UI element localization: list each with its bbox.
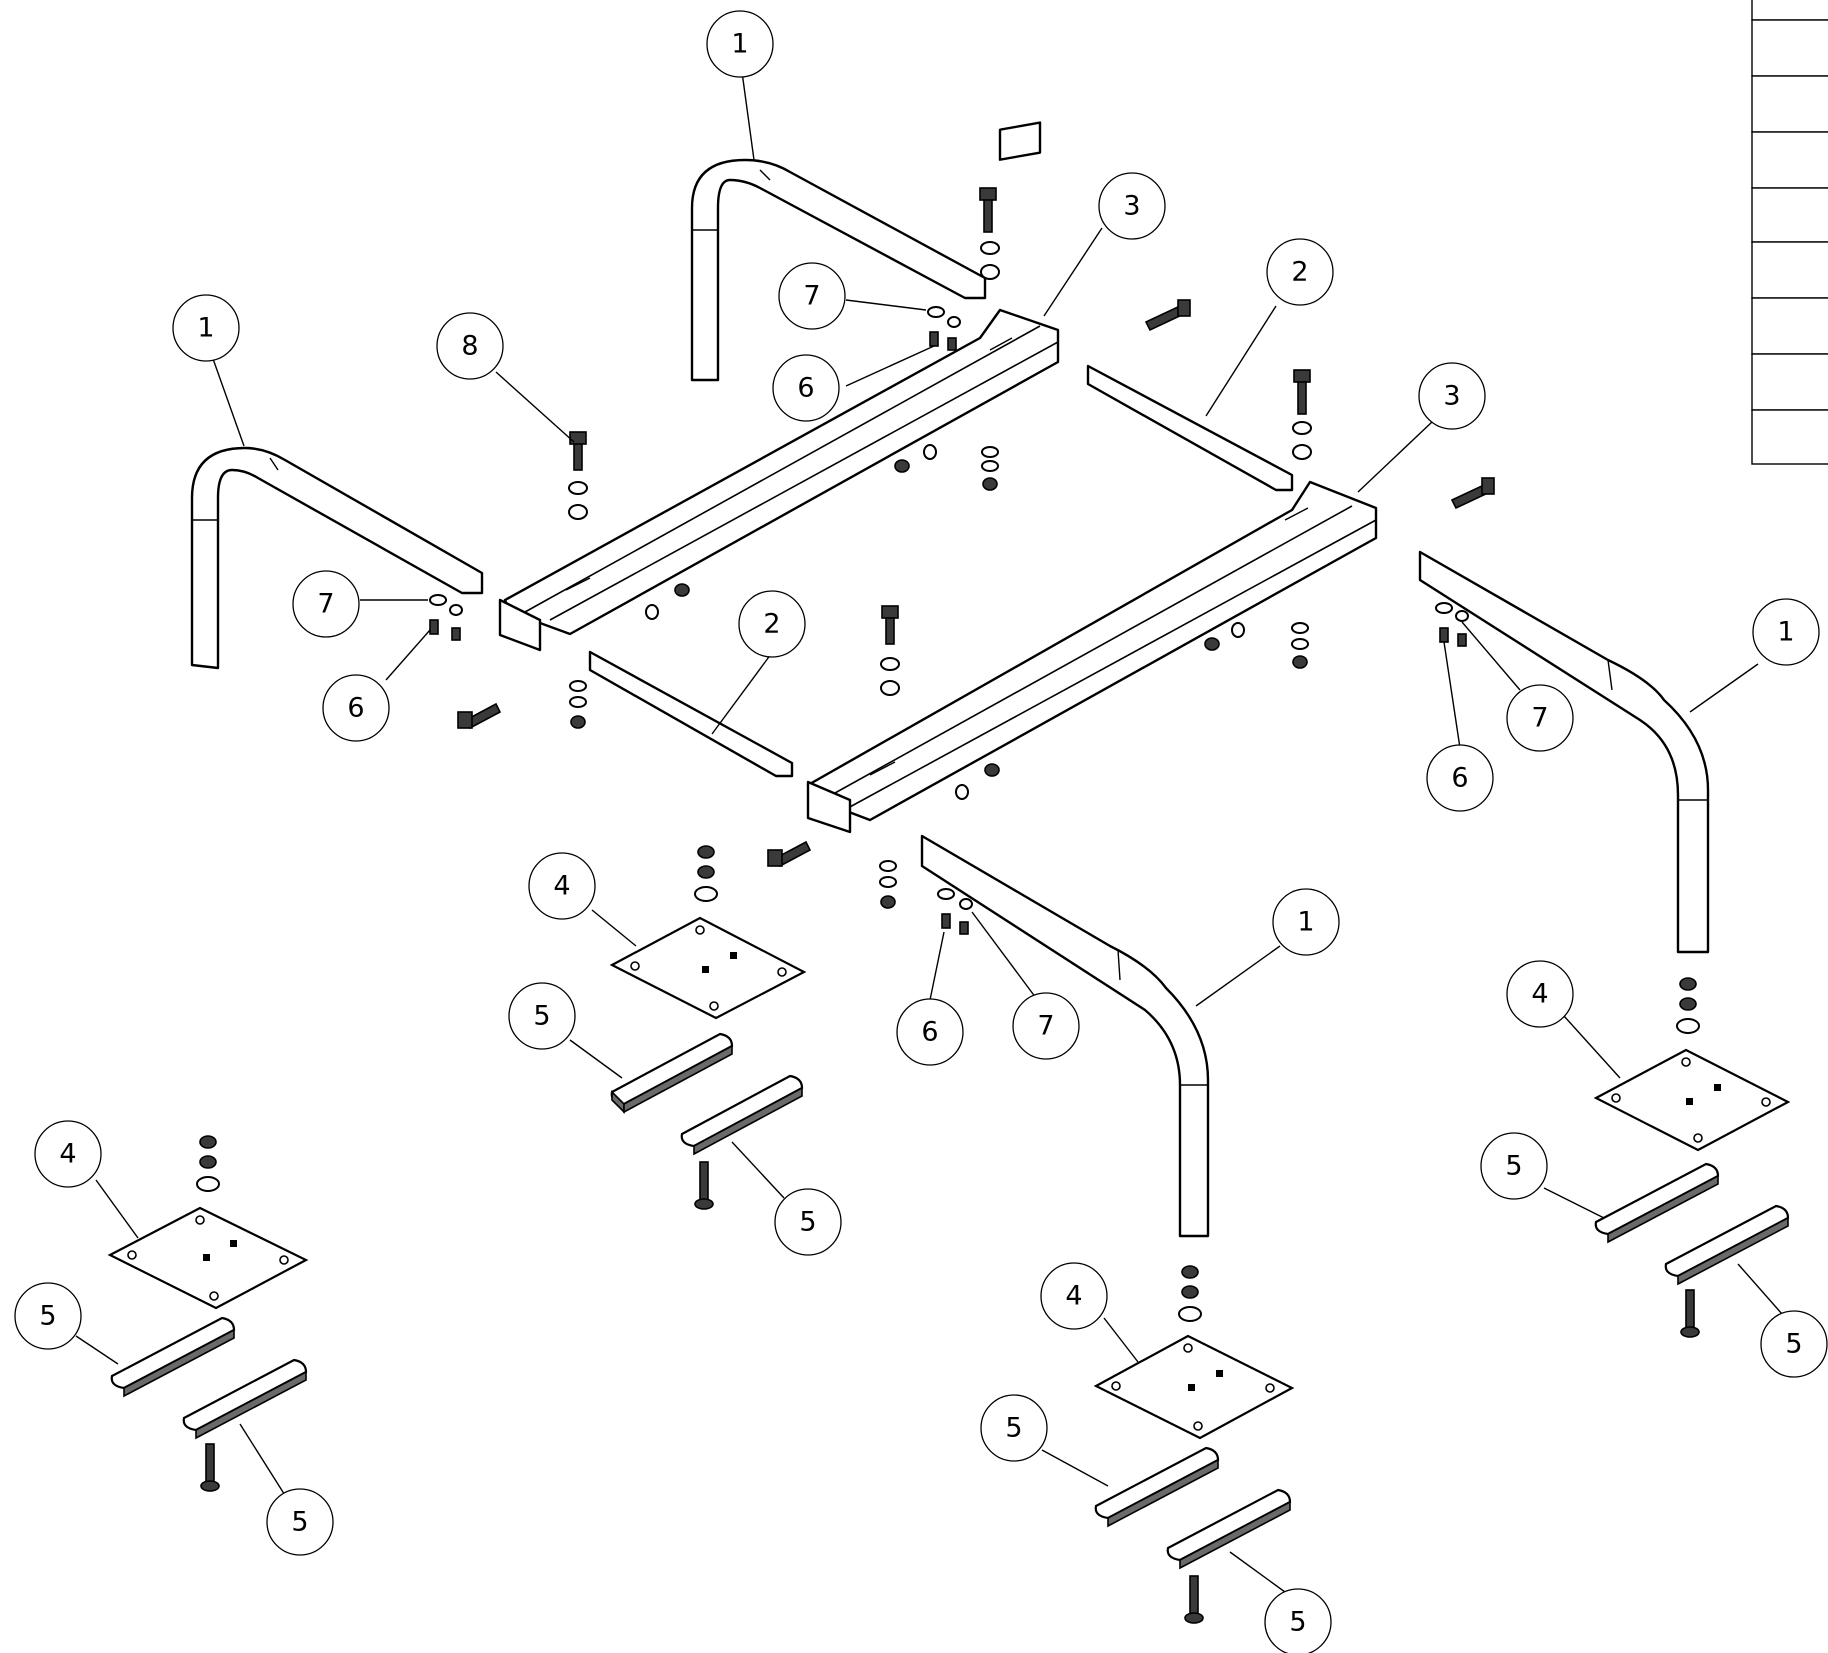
balloon-8: 8	[436, 312, 504, 380]
nut-stack-1	[981, 446, 999, 491]
balloon-6-left: 6	[322, 674, 390, 742]
balloon-label: 6	[1451, 763, 1468, 794]
balloon-label: 4	[1065, 1281, 1082, 1312]
balloon-7-front: 7	[1012, 992, 1080, 1060]
balloon-label: 6	[347, 693, 364, 724]
balloon-4-right: 4	[1506, 960, 1574, 1028]
balloon-label: 4	[1531, 979, 1548, 1010]
balloon-4-center: 4	[528, 852, 596, 920]
balloon-label: 2	[763, 609, 780, 640]
balloon-6-front: 6	[896, 998, 964, 1066]
balloon-5-center-b: 5	[774, 1188, 842, 1256]
hardware-fasteners	[196, 187, 1700, 1624]
balloon-7-right: 7	[1506, 684, 1574, 752]
balloon-3-back: 3	[1098, 172, 1166, 240]
leader-lines	[75, 71, 1783, 1601]
glide-pad-1a	[610, 1032, 734, 1114]
balloon-label: 5	[533, 1001, 550, 1032]
foot-plate-3	[107, 1206, 309, 1310]
bolt-stack-3	[568, 431, 588, 520]
balloon-2-back: 2	[1266, 238, 1334, 306]
balloon-label: 2	[1291, 257, 1308, 288]
balloon-label: 1	[731, 29, 748, 60]
balloon-label: 7	[1037, 1011, 1054, 1042]
balloon-label: 7	[803, 281, 820, 312]
leg-frame-front	[920, 834, 1210, 1238]
balloon-1-back: 1	[706, 10, 774, 78]
leg-frame-right	[1418, 550, 1710, 954]
balloon-label: 4	[59, 1139, 76, 1170]
balloon-4-left: 4	[34, 1120, 102, 1188]
balloon-4-front: 4	[1040, 1262, 1108, 1330]
balloon-label: 5	[799, 1207, 816, 1238]
foot-plate-4	[1093, 1334, 1295, 1440]
balloon-7-back: 7	[778, 262, 846, 330]
leg-frame-left	[190, 446, 484, 670]
balloon-1-left: 1	[172, 294, 240, 362]
parts-list-table	[1751, 0, 1828, 465]
balloon-label: 5	[1005, 1413, 1022, 1444]
bolt-stack-4	[880, 605, 900, 696]
balloon-5-center-a: 5	[508, 982, 576, 1050]
balloon-label: 1	[1297, 907, 1314, 938]
balloon-label: 1	[197, 313, 214, 344]
balloon-3-front: 3	[1418, 362, 1486, 430]
balloon-label: 5	[39, 1301, 56, 1332]
balloon-2-front: 2	[738, 590, 806, 658]
glide-pad-4b	[1166, 1488, 1292, 1570]
foot-plate-2	[1593, 1048, 1791, 1152]
balloon-label: 6	[797, 373, 814, 404]
glide-pad-2b	[1664, 1204, 1790, 1286]
balloon-5-right-b: 5	[1760, 1310, 1828, 1378]
balloon-6-back: 6	[772, 354, 840, 422]
glide-pad-1b	[680, 1074, 804, 1156]
balloon-label: 5	[1505, 1151, 1522, 1182]
balloon-label: 3	[1123, 191, 1140, 222]
bolt-horizontal-4	[767, 840, 812, 868]
balloon-label: 7	[1531, 703, 1548, 734]
balloon-label: 4	[553, 871, 570, 902]
side-rail-front	[806, 480, 1378, 834]
balloon-label: 8	[461, 331, 478, 362]
balloon-label: 5	[1785, 1329, 1802, 1360]
cross-tube-front	[588, 650, 794, 778]
glide-pad-3b	[182, 1358, 308, 1440]
balloon-7-left: 7	[292, 570, 360, 638]
balloon-1-right: 1	[1752, 598, 1820, 666]
bolt-stack-1	[979, 187, 1000, 280]
bolt-horizontal-2	[1450, 477, 1495, 510]
bolt-horizontal-3	[457, 702, 502, 730]
glide-pad-3a	[110, 1316, 236, 1398]
balloon-label: 7	[317, 589, 334, 620]
balloon-label: 3	[1443, 381, 1460, 412]
foot-plate-1	[609, 916, 807, 1020]
bolt-stack-2	[1292, 369, 1312, 460]
balloon-5-front-b: 5	[1264, 1588, 1332, 1653]
nut-stack-2	[569, 680, 587, 729]
cross-tube-back	[1086, 364, 1294, 492]
side-rail-back	[498, 121, 1060, 652]
balloon-6-right: 6	[1426, 744, 1494, 812]
balloon-label: 5	[291, 1507, 308, 1538]
leg-frame-back	[690, 158, 987, 382]
balloon-label: 5	[1289, 1607, 1306, 1638]
balloon-1-front: 1	[1272, 888, 1340, 956]
glide-pad-2a	[1594, 1162, 1720, 1244]
balloon-5-front-a: 5	[980, 1394, 1048, 1462]
glide-pad-4a	[1094, 1446, 1220, 1528]
bolt-horizontal-1	[1144, 299, 1191, 332]
nut-stack-4	[879, 860, 897, 909]
balloon-5-left-b: 5	[266, 1488, 334, 1556]
nut-stack-3	[1291, 622, 1309, 669]
balloon-label: 6	[921, 1017, 938, 1048]
balloon-5-left-a: 5	[14, 1282, 82, 1350]
balloon-5-right-a: 5	[1480, 1132, 1548, 1200]
balloon-label: 1	[1777, 617, 1794, 648]
